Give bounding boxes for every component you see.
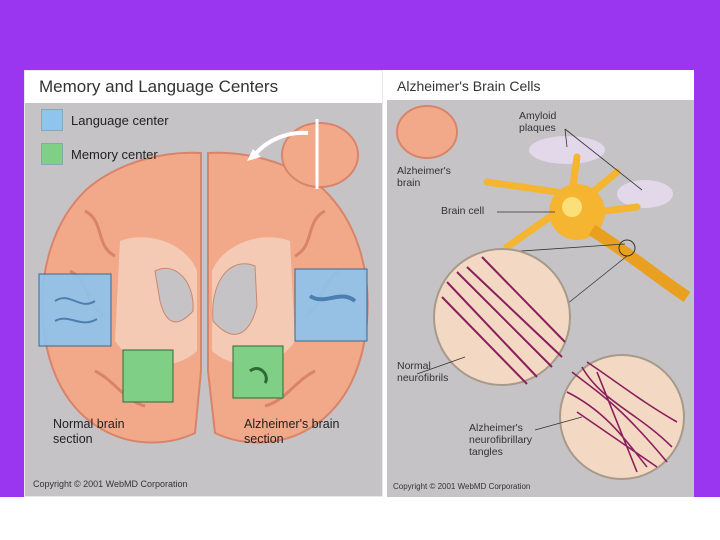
copyright-left: Copyright © 2001 WebMD Corporation — [33, 479, 188, 489]
legend-memory: Memory center — [41, 143, 158, 165]
alz-section-caption: Alzheimer's brain section — [244, 417, 339, 447]
legend-language: Language center — [41, 109, 169, 131]
normal-section-caption: Normal brain section — [53, 417, 125, 447]
brain-cells-panel: Alzheimer's Brain Cells Amyloid plaques … — [387, 72, 694, 497]
caption-line: Alzheimer's brain — [244, 417, 340, 431]
alz-language-region — [294, 268, 368, 342]
label-line: Amyloid — [519, 110, 557, 122]
copyright-right: Copyright © 2001 WebMD Corporation — [393, 482, 531, 491]
alz-brain-label: Alzheimer's brain — [397, 165, 451, 189]
brain-cells-illustration — [396, 105, 691, 480]
normal-memory-region — [122, 349, 174, 403]
memory-swatch — [41, 143, 63, 165]
language-swatch — [41, 109, 63, 131]
amyloid-label: Amyloid plaques — [519, 110, 556, 134]
axon — [588, 224, 691, 302]
frame-right-band — [694, 0, 720, 540]
frame-bottom-band — [0, 497, 720, 540]
memory-language-panel: Memory and Language Centers Language cen… — [24, 70, 383, 497]
alz-brain-icon — [396, 105, 458, 159]
label-line: neurofibrillary — [469, 434, 533, 446]
frame-top-band — [0, 0, 720, 70]
alz-ventricle — [212, 263, 258, 335]
caption-line: Normal brain — [53, 417, 125, 431]
legend-language-label: Language center — [71, 112, 169, 128]
frame-left-band — [0, 0, 24, 540]
label-line: brain — [397, 177, 421, 189]
normal-ventricle — [154, 268, 194, 323]
label-line: Normal — [397, 360, 431, 372]
amyloid-plaque — [529, 136, 605, 164]
panel-title: Alzheimer's Brain Cells — [387, 72, 694, 100]
caption-line: section — [244, 432, 284, 446]
legend-memory-label: Memory center — [71, 146, 158, 162]
label-line: plaques — [519, 122, 556, 134]
label-line: Alzheimer's — [397, 165, 451, 177]
brain-section-illustration — [38, 119, 369, 444]
normal-language-region — [38, 273, 112, 347]
label-line: neurofibrils — [397, 372, 449, 384]
label-line: Alzheimer's — [469, 422, 523, 434]
amyloid-plaque — [617, 180, 673, 208]
panel-title: Memory and Language Centers — [25, 71, 382, 103]
label-line: tangles — [469, 446, 503, 458]
caption-line: section — [53, 432, 93, 446]
normal-neurofibrils-label: Normal neurofibrils — [397, 360, 448, 384]
small-brain-icon — [281, 122, 359, 188]
alz-memory-region — [232, 345, 284, 399]
tangles-label: Alzheimer's neurofibrillary tangles — [469, 422, 532, 458]
brain-cell-label: Brain cell — [441, 205, 485, 217]
